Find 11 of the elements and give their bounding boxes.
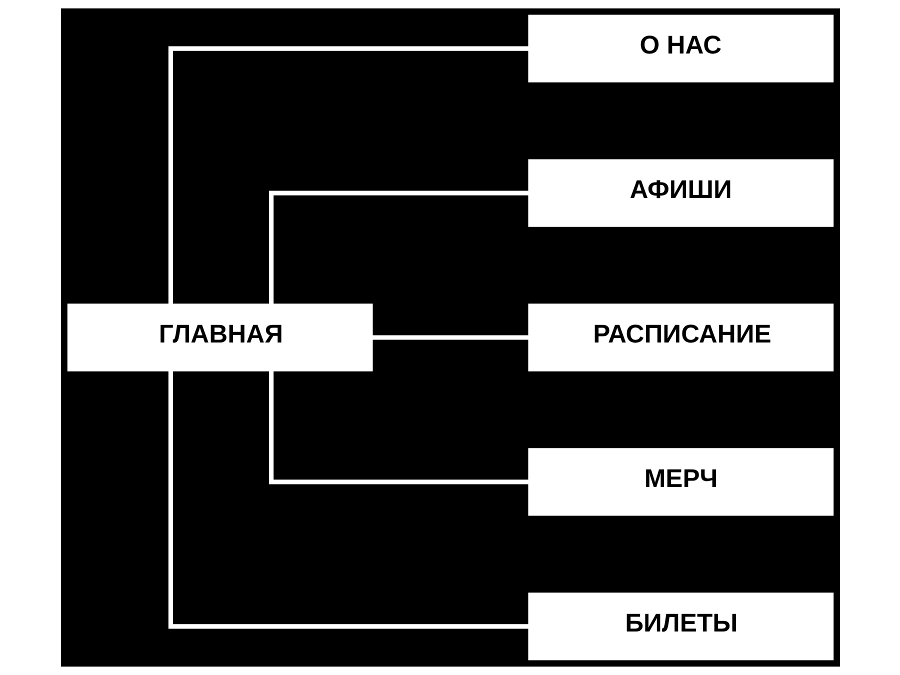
node-box: АФИШИ: [528, 159, 834, 227]
connector: [268, 371, 528, 484]
connector: [168, 370, 528, 629]
node-box: РАСПИСАНИЕ: [528, 304, 834, 372]
connector: [372, 335, 528, 340]
connector: [168, 46, 528, 304]
connector: [268, 190, 528, 304]
node-box: ГЛАВНАЯ: [66, 304, 372, 372]
node-box: БИЛЕТЫ: [528, 592, 834, 660]
node-box: О НАС: [528, 14, 834, 82]
node-box: МЕРЧ: [528, 448, 834, 516]
